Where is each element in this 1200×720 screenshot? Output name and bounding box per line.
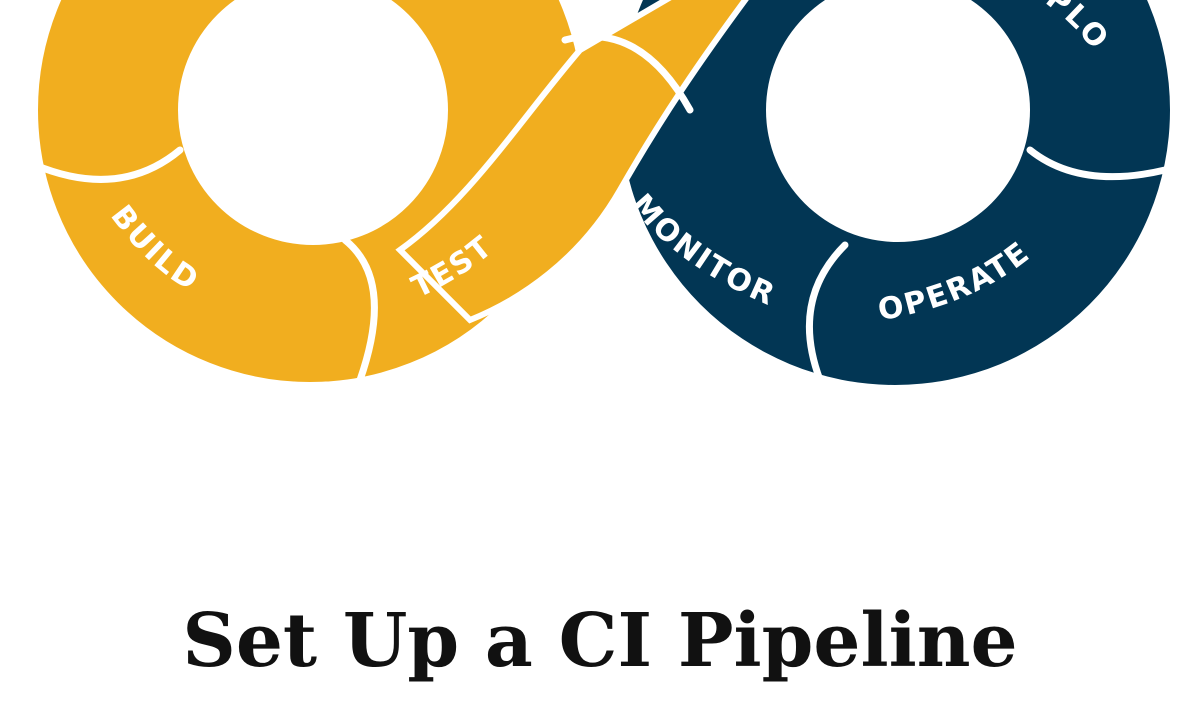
ci-crossing-band <box>395 0 749 324</box>
cd-loop-ring <box>620 0 1170 385</box>
ci-divider-build-test <box>341 236 378 384</box>
cd-loop <box>620 0 1170 385</box>
ci-divider-code-build <box>31 146 184 183</box>
cd-divider-operate-monitor <box>805 241 849 384</box>
page-title: Set Up a CI Pipeline <box>182 598 1018 684</box>
cd-divider-deploy-operate <box>1026 146 1169 181</box>
crossing-edge <box>561 32 694 114</box>
